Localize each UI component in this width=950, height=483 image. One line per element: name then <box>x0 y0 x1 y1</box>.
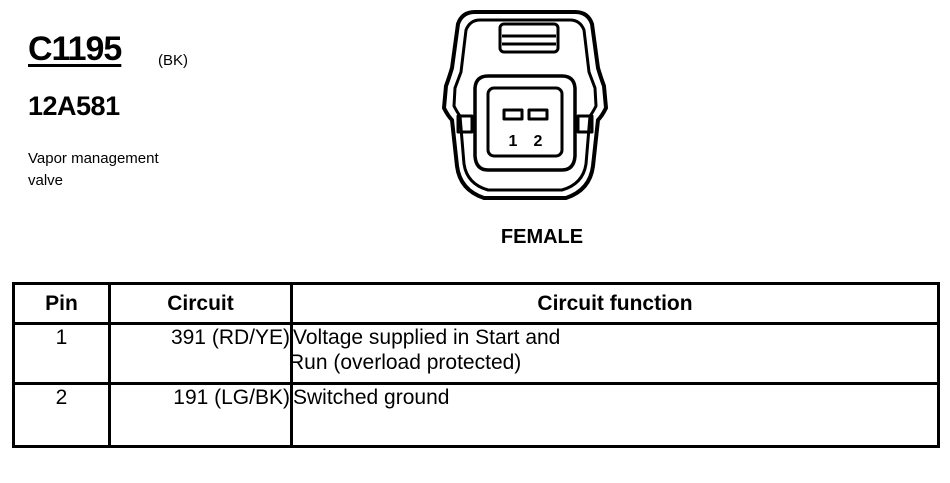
function-line: Voltage supplied in Start and <box>293 326 561 349</box>
terminal-slot-2 <box>527 108 549 121</box>
connector-housing-inner-outline <box>452 18 598 192</box>
header-circuit-function: Circuit function <box>290 282 940 325</box>
connector-left-key <box>456 114 474 134</box>
terminal-slot-1 <box>502 108 524 121</box>
connector-right-key <box>576 114 594 134</box>
connector-lock-tab <box>498 22 560 54</box>
function-line: Switched ground <box>293 386 450 409</box>
table-row: 1 391 (RD/YE) Voltage supplied in Start … <box>12 322 940 385</box>
pinout-table: Pin Circuit Circuit function 1 391 (RD/Y… <box>12 282 940 448</box>
connector-cavity-outline <box>473 74 577 172</box>
function-line: Run (overload protected) <box>289 351 522 374</box>
connector-face-diagram: 1 2 <box>442 10 608 200</box>
connector-cavity-inner <box>486 86 564 158</box>
connector-housing-outline <box>442 10 608 200</box>
pin-label-2: 2 <box>534 133 543 150</box>
pin-label-1: 1 <box>509 133 518 150</box>
header-pin: Pin <box>12 282 111 325</box>
circuit-cell: 191 (LG/BK) <box>108 382 293 448</box>
table-header-row: Pin Circuit Circuit function <box>12 282 940 325</box>
header-circuit: Circuit <box>108 282 293 325</box>
connector-description: Vapor management valve <box>28 148 228 192</box>
description-line-1: Vapor management <box>28 150 159 167</box>
description-line-2: valve <box>28 172 64 189</box>
table-row: 2 191 (LG/BK) Switched ground <box>12 382 940 448</box>
pin-cell: 1 <box>12 322 111 385</box>
pin-cell: 2 <box>12 382 111 448</box>
connector-color-code: (BK) <box>158 52 188 69</box>
connector-id: C1195 <box>28 30 122 68</box>
connector-gender-label: FEMALE <box>500 226 584 248</box>
part-number: 12A581 <box>28 91 120 121</box>
function-cell: Switched ground <box>290 382 940 448</box>
function-cell: Voltage supplied in Start and Run (overl… <box>289 322 940 385</box>
circuit-cell: 391 (RD/YE) <box>108 322 293 385</box>
